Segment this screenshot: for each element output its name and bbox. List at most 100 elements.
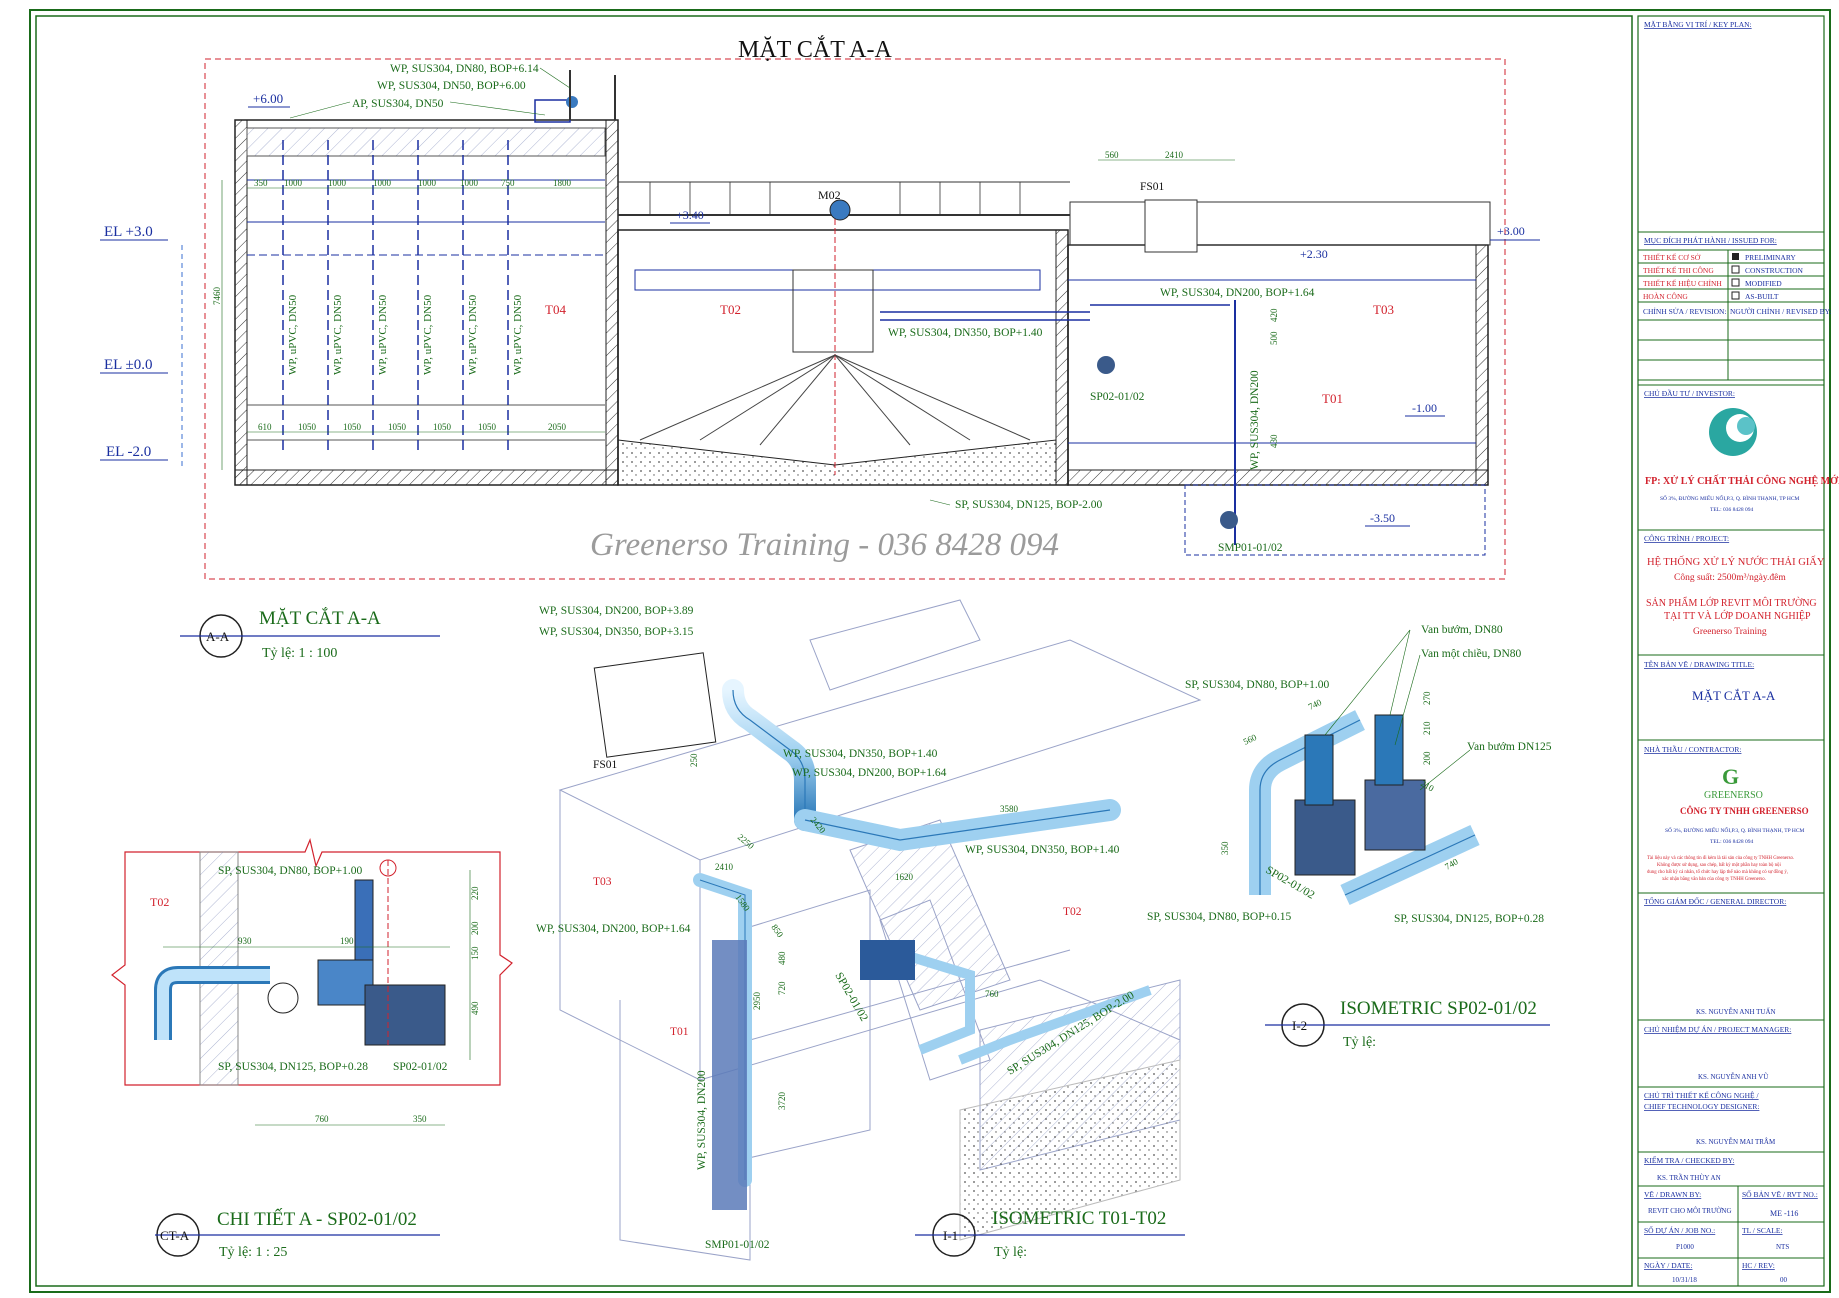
dimension: 1620	[895, 872, 914, 882]
dimension: 1000	[328, 178, 347, 188]
dimension: 7460	[212, 287, 222, 306]
tb-scale-label: TL / SCALE:	[1742, 1226, 1783, 1235]
motor-icon	[829, 199, 851, 221]
railing-t02	[649, 182, 1021, 215]
callout-tag: I-2	[1292, 1018, 1307, 1033]
tb-contractor-note: xác nhận bằng văn bản của công ty TNHH G…	[1662, 876, 1766, 882]
tb-project-name: HỆ THỐNG XỬ LÝ NƯỚC THẢI GIẤY	[1647, 555, 1825, 568]
tank-label-t03: T03	[1373, 302, 1394, 317]
equipment-label-fs01: FS01	[1140, 181, 1165, 193]
tb-date-label: NGÀY / DATE:	[1644, 1260, 1692, 1270]
dimension: 2410	[715, 862, 734, 872]
dimension: 350	[1220, 841, 1230, 855]
issue-row-status: CONSTRUCTION	[1745, 266, 1804, 275]
dimension: 3720	[777, 1092, 787, 1111]
tank-label-t02: T02	[720, 302, 741, 317]
iso-label: Van một chiều, DN80	[1421, 647, 1522, 660]
callout-i1: I-1 ISOMETRIC T01-T02 Tỷ lệ:	[915, 1208, 1185, 1260]
dimension: 610	[258, 422, 272, 432]
dimension: 1050	[298, 422, 317, 432]
tb-issued-for: MỤC ĐÍCH PHÁT HÀNH / ISSUED FOR:	[1644, 235, 1777, 245]
valve-stack	[1374, 714, 1404, 786]
dimension: 420	[1269, 308, 1279, 322]
issue-table: THIẾT KẾ CƠ SỞ THIẾT KẾ THI CÔNG THIẾT K…	[1638, 249, 1824, 303]
level-mark: +2.30	[1300, 247, 1328, 261]
iso-label: WP, SUS304, DN200	[696, 1070, 708, 1170]
dimension: 760	[985, 989, 999, 999]
callout-title: MẶT CẮT A-A	[259, 607, 381, 629]
dimension: 480	[777, 951, 787, 965]
t04-vertical-pipes	[282, 140, 509, 450]
tb-investor-addr: SỐ 3%, ĐƯỜNG MIẾU NỔI,P.3, Q. BÌNH THẠNH…	[1660, 494, 1799, 502]
tb-scale-value: NTS	[1776, 1243, 1789, 1251]
tb-job-value: P1000	[1676, 1243, 1694, 1251]
level-mark: +6.00	[253, 91, 283, 106]
callout-scale: Tỷ lệ: 1 : 25	[219, 1245, 287, 1260]
tb-pm-label: CHỦ NHIỆM DỰ ÁN / PROJECT MANAGER:	[1644, 1024, 1791, 1034]
dimension: 1050	[478, 422, 497, 432]
pipe-label: WP, SUS304, DN80, BOP+6.14	[390, 63, 539, 75]
tank-t02	[617, 181, 1070, 486]
dimension: 850	[769, 922, 785, 939]
callout-title: ISOMETRIC T01-T02	[992, 1208, 1166, 1229]
watermark: Greenerso Training - 036 8428 094	[590, 527, 1059, 563]
equipment-label-smp01: SMP01-01/02	[1218, 542, 1283, 554]
dimension: 1000	[460, 178, 479, 188]
t03-levels: +3.00 +2.30 -1.00 -3.50	[1300, 224, 1540, 527]
callout-tag: CT-A	[160, 1228, 190, 1243]
top-pipe-rack	[534, 99, 571, 123]
tb-rev-label: HC / REV:	[1742, 1261, 1775, 1270]
tb-cto-label: CHIEF TECHNOLOGY DESIGNER:	[1644, 1102, 1759, 1111]
dimension: 2050	[548, 422, 567, 432]
elevation-label: EL -2.0	[106, 444, 151, 460]
section-aa-boundary	[204, 58, 1506, 580]
t04-pipe-labels: WP, uPVC, DN50 WP, uPVC, DN50 WP, uPVC, …	[287, 294, 524, 375]
tank-t03-t01	[880, 199, 1491, 556]
dimension: 350	[413, 1114, 427, 1124]
tb-investor-label: CHỦ ĐẦU TƯ / INVESTOR:	[1644, 388, 1735, 398]
callout-scale: Tỷ lệ:	[994, 1245, 1027, 1260]
valve-icon	[566, 96, 578, 108]
dimension: 1050	[388, 422, 407, 432]
tb-checked-name: KS. TRẦN THÙY AN	[1657, 1174, 1721, 1182]
pipe-label: AP, SUS304, DN50	[352, 98, 444, 110]
tb-director-name: KS. NGUYỄN ANH TUẤN	[1696, 1008, 1776, 1016]
iso-label: WP, SUS304, DN200, BOP+1.64	[536, 923, 691, 935]
dimension: 560	[1105, 150, 1119, 160]
detail-a-boundary	[111, 838, 513, 1086]
dimension: 1000	[373, 178, 392, 188]
callout-ct-a: CT-A CHI TIẾT A - SP02-01/02 Tỷ lệ: 1 : …	[155, 1208, 440, 1260]
tank-label-t04: T04	[545, 302, 566, 317]
iso-label: T02	[1063, 906, 1082, 918]
inner-border	[35, 15, 1633, 1287]
tb-drawing-title: MẶT CẮT A-A	[1692, 688, 1776, 703]
dimension: 1800	[553, 178, 572, 188]
sp02-pumps	[860, 940, 915, 980]
iso-label: WP, SUS304, DN350, BOP+1.40	[783, 748, 938, 760]
iso-label: SMP01-01/02	[705, 1239, 770, 1251]
vertical-pipe-label: WP, uPVC, DN50	[512, 294, 524, 375]
iso-label: Van bướm, DN80	[1421, 624, 1503, 636]
tb-product-line: TẠI TT VÀ LỚP DOANH NGHIỆP	[1664, 610, 1811, 622]
section-aa-title: MẶT CẮT A-A	[738, 36, 892, 63]
level-mark: -1.00	[1412, 401, 1437, 415]
iso-label: WP, SUS304, DN350, BOP+1.40	[965, 844, 1120, 856]
dimension: 560	[1242, 732, 1259, 747]
callout-i2: I-2 ISOMETRIC SP02-01/02 Tỷ lệ:	[1265, 998, 1550, 1050]
valve-stack	[1304, 734, 1334, 806]
callout-scale: Tỷ lệ:	[1343, 1035, 1376, 1050]
issue-row-label: THIẾT KẾ HIỆU CHỈNH	[1643, 278, 1722, 288]
title-block: MẶT BẰNG VỊ TRÍ / KEY PLAN: MỤC ĐÍCH PHÁ…	[1637, 15, 1839, 1287]
iso-label: SP, SUS304, DN80, BOP+1.00	[1185, 679, 1329, 691]
iso-label: T03	[593, 876, 612, 888]
tb-contractor-note: Không được sử dụng, sao chép, bất kỳ một…	[1657, 863, 1781, 868]
issue-row-status: PRELIMINARY	[1745, 253, 1796, 262]
contractor-logo-icon: G	[1722, 764, 1739, 789]
dimension: 1050	[433, 422, 452, 432]
iso-label: T01	[670, 1026, 689, 1038]
dimension: 2410	[1165, 150, 1184, 160]
dimension: 930	[238, 936, 252, 946]
callout-title: ISOMETRIC SP02-01/02	[1340, 998, 1537, 1019]
dimension: 150	[470, 946, 480, 960]
